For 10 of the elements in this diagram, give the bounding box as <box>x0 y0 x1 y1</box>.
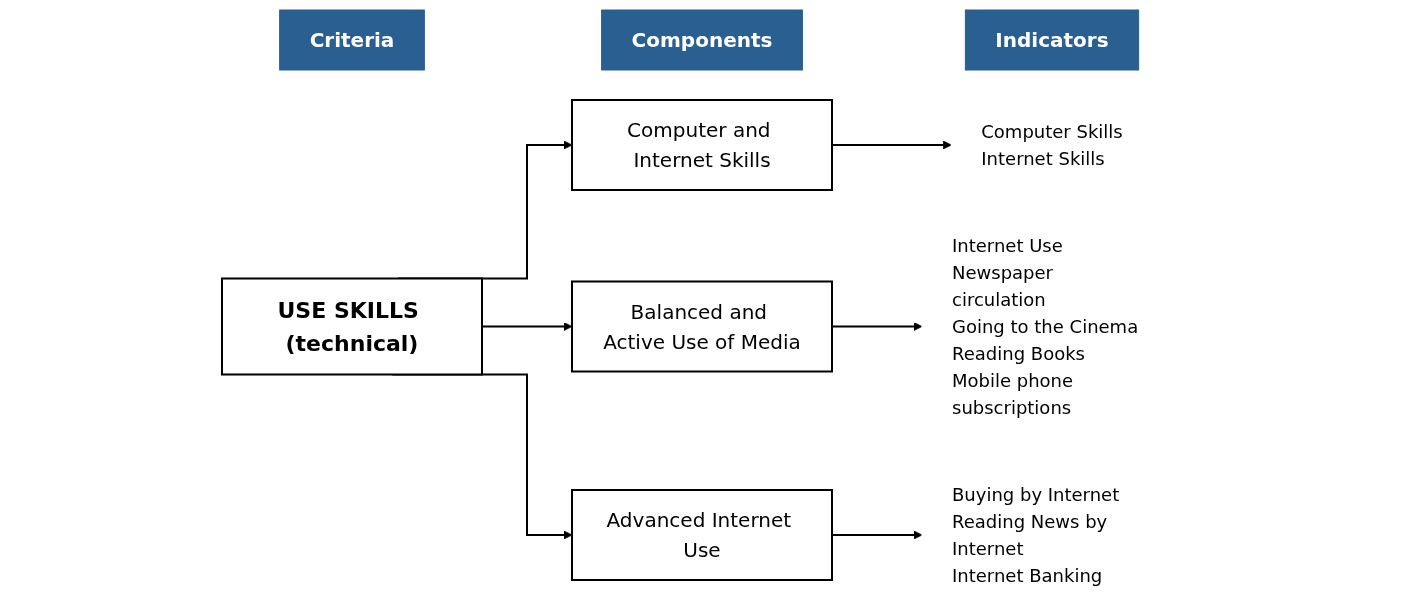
node-text: Computer Skills Internet Skills <box>981 121 1123 169</box>
node-box: Components <box>601 9 803 71</box>
node-box: Criteria <box>279 9 425 71</box>
node-box: USE SKILLS (technical) <box>221 277 483 376</box>
node-box: Indicators <box>964 9 1140 71</box>
node-text: Buying by Internet Reading News by Internet Internet Banking <box>952 484 1120 586</box>
node-text: Internet Use Newspaper circulation Going to the Cinema Reading Books Mobile phone subscriptions <box>952 235 1139 418</box>
node-box: Computer and Internet Skills <box>571 99 833 191</box>
node-box: Balanced and Active Use of Media <box>571 280 833 373</box>
node-box: Advanced Internet Use <box>571 489 833 581</box>
